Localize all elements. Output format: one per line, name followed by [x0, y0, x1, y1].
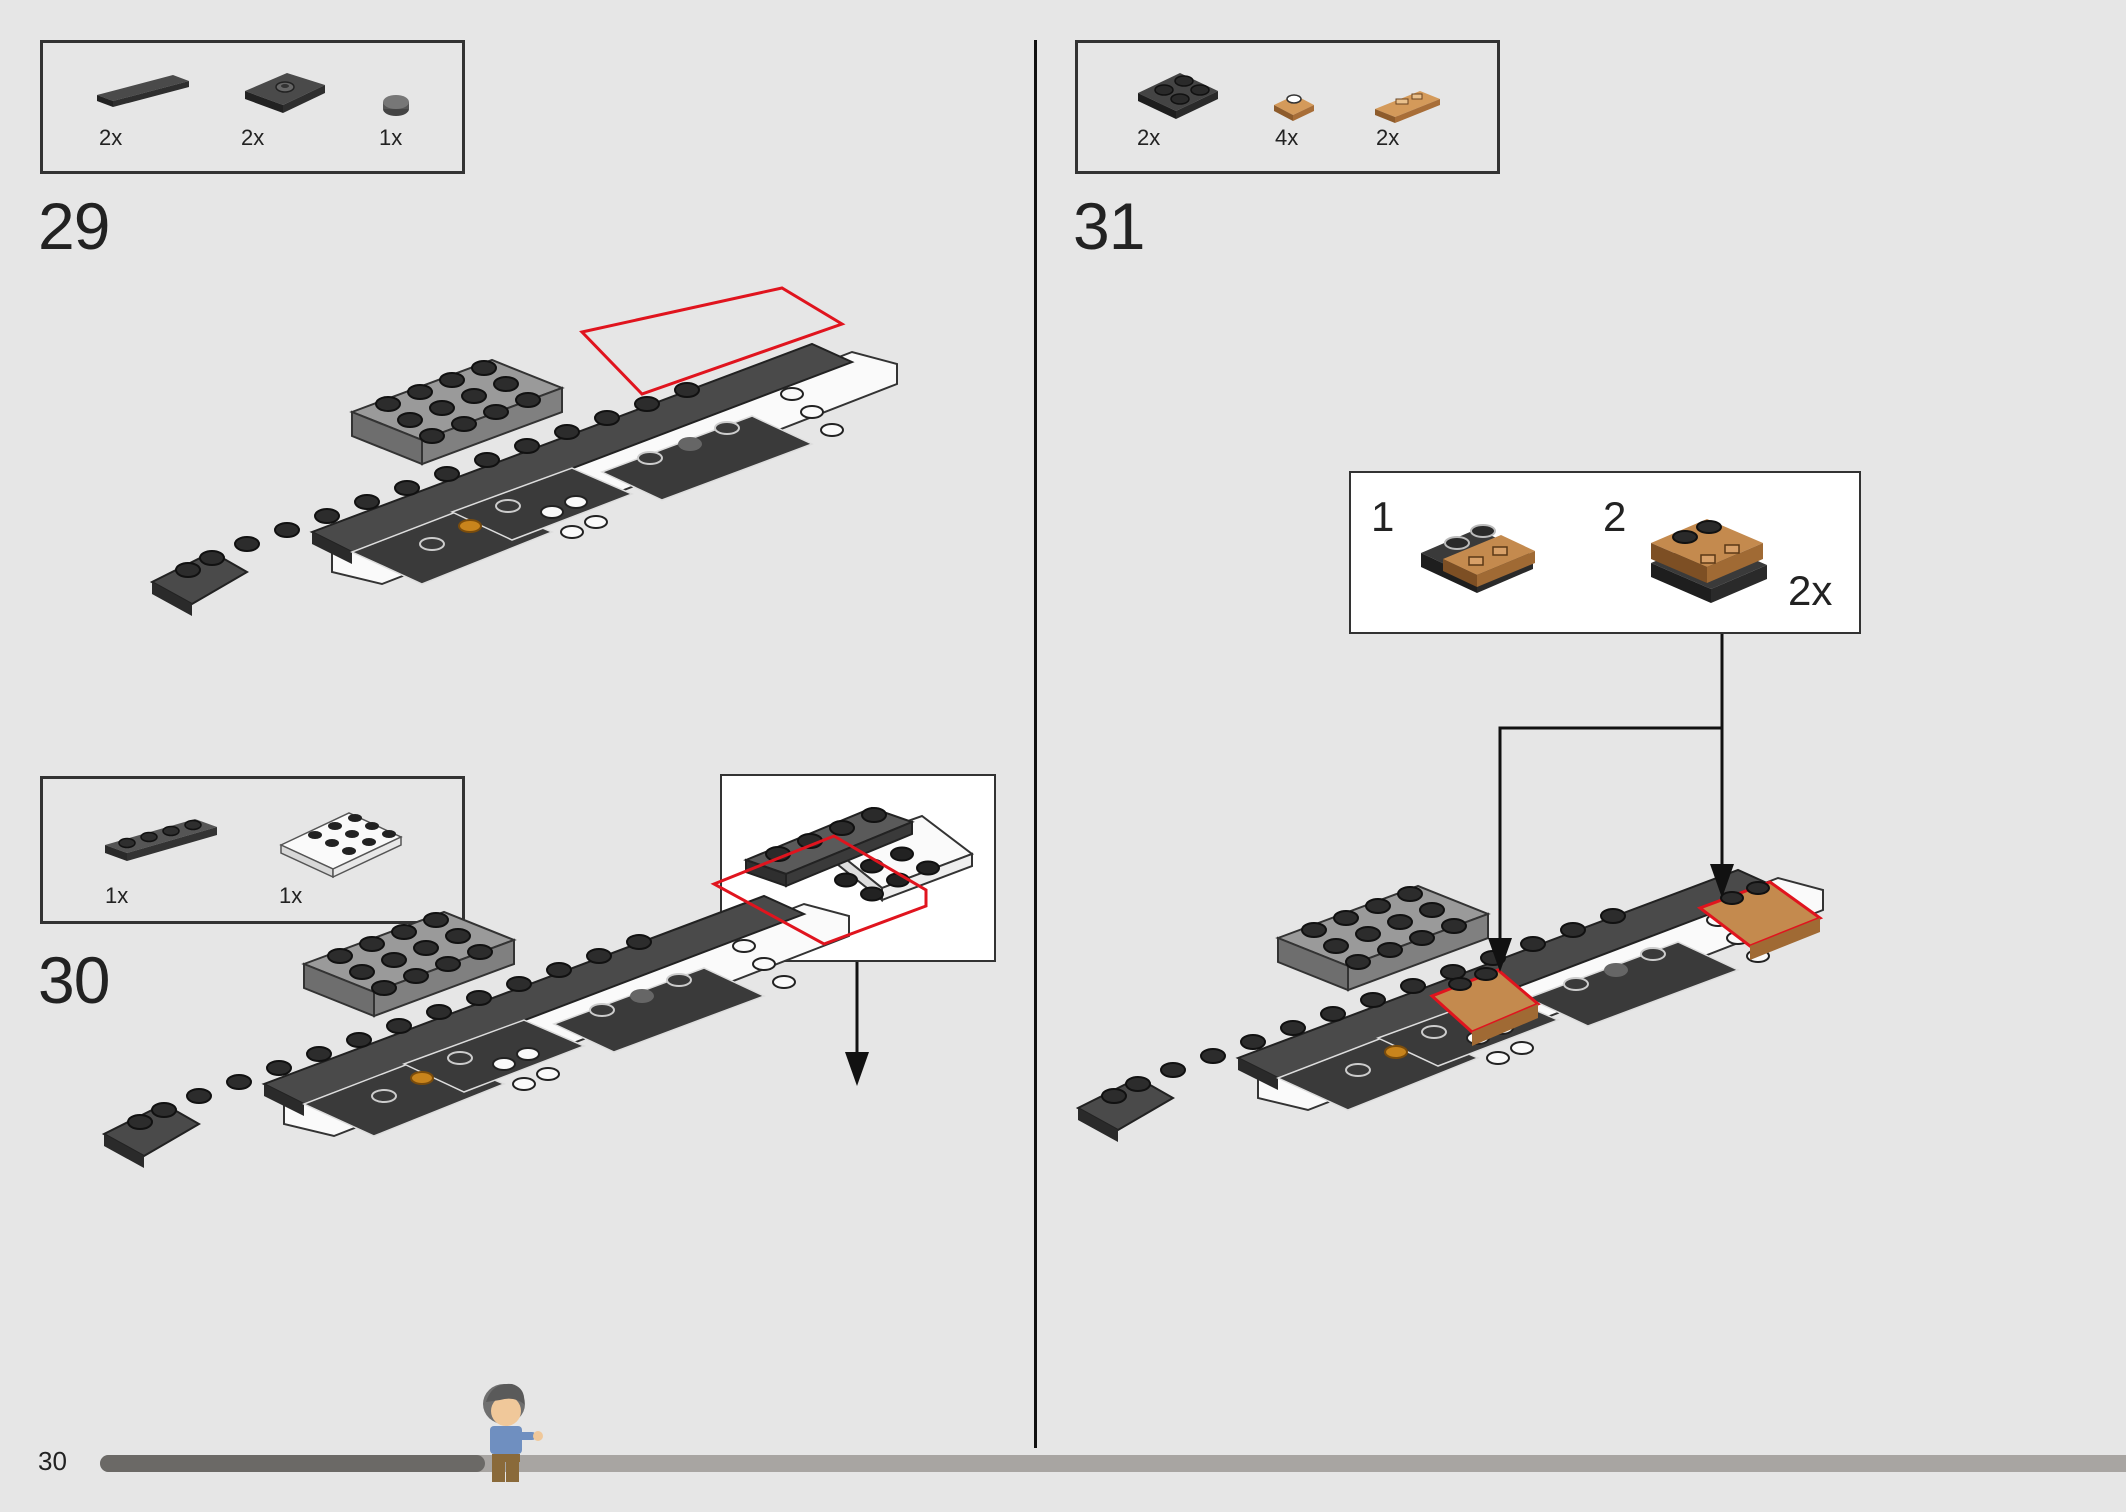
part-qty: 2x — [1376, 125, 1400, 150]
part-qty: 1x — [105, 883, 129, 908]
sub-steps-callout: 1 2 2x — [1349, 471, 1861, 634]
parts-list-step-29: 2x 2x 1x — [40, 40, 465, 174]
tan-sub-assembly — [1429, 967, 1541, 1046]
sub-assembly-illustration — [743, 806, 975, 903]
model-step-30 — [103, 834, 928, 1169]
tan-plate-1x1-clip-icon — [1274, 94, 1314, 121]
page-number: 30 — [38, 1446, 67, 1476]
sub-step-2-illustration — [1651, 519, 1767, 603]
step-number: 30 — [38, 943, 110, 1017]
round-tile-1x1-icon — [383, 95, 409, 116]
part-qty: 1x — [379, 125, 403, 150]
progress-bar-fill — [100, 1455, 485, 1472]
dark-tile-1x4-icon — [97, 75, 189, 107]
tan-sub-assembly — [1696, 880, 1824, 960]
minifigure-icon — [483, 1383, 543, 1482]
sub-assembly-multiplier: 2x — [1788, 567, 1833, 614]
part-qty: 2x — [1137, 125, 1161, 150]
model-step-31 — [1077, 869, 1824, 1143]
sub-assembly-callout — [720, 774, 996, 962]
model-step-29 — [151, 286, 898, 617]
part-qty: 1x — [279, 883, 303, 908]
arrows-step-31 — [1498, 634, 1724, 942]
parts-list-step-31: 2x 4x 2x — [1075, 40, 1500, 174]
arrow-step-30 — [845, 962, 869, 1086]
white-plate-3x3-icon — [279, 812, 403, 879]
sub-step-number: 2 — [1603, 493, 1627, 540]
tan-plate-1x2-rail-icon — [1375, 91, 1440, 123]
part-qty: 2x — [241, 125, 265, 150]
progress-bar — [100, 1455, 2126, 1472]
page-divider — [1034, 40, 1037, 1448]
part-qty: 4x — [1275, 125, 1299, 150]
step-number: 29 — [38, 189, 110, 263]
sub-step-number: 1 — [1371, 493, 1395, 540]
part-qty: 2x — [99, 125, 123, 150]
step-number: 31 — [1073, 189, 1145, 263]
arrow-head — [1710, 864, 1734, 898]
sub-step-1-illustration — [1421, 524, 1535, 593]
parts-list-step-30: 1x 1x — [40, 776, 465, 924]
dark-plate-2x2-icon — [1138, 73, 1218, 119]
dark-plate-2x2-jumper-icon — [245, 73, 325, 113]
dark-plate-1x4-icon — [105, 819, 217, 861]
arrow-head — [1488, 938, 1512, 972]
